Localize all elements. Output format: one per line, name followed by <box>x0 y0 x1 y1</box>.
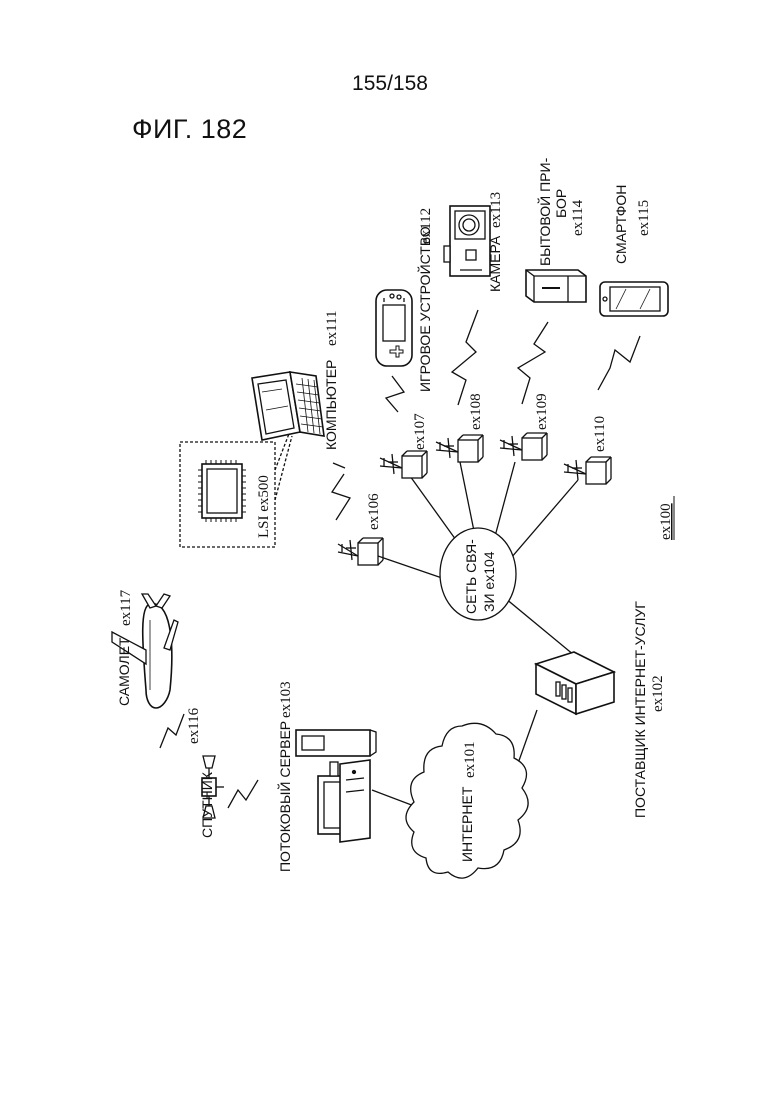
base-station-ex106 <box>338 538 383 565</box>
isp-label: ПОСТАВЩИК ИНТЕРНЕТ-УСЛУГ <box>632 601 648 818</box>
base-station-ex109 <box>500 433 547 460</box>
isp-server-icon <box>536 652 614 714</box>
base-station-ex110 <box>564 457 611 484</box>
camera-ref: ex113 <box>488 192 504 228</box>
wireless-satellite-server <box>228 780 258 808</box>
link-network-ex109 <box>494 462 515 540</box>
smartphone-ref: ex115 <box>636 200 652 236</box>
wireless-plane-satellite <box>160 714 184 748</box>
smartphone-icon <box>600 282 668 316</box>
computer-ref: ex111 <box>324 310 340 346</box>
network-label-line1: СЕТЬ СВЯ- <box>463 539 479 614</box>
streaming-server-label: ПОТОКОВЫЙ СЕРВЕР <box>276 721 293 872</box>
wireless-ex108-camera <box>452 310 478 405</box>
satellite-ref: ex116 <box>186 707 202 744</box>
system-ref-label: ex100 <box>658 503 674 540</box>
game-device-ref: ex112 <box>418 208 434 244</box>
game-device-icon <box>376 290 412 366</box>
internet-ref: ex101 <box>462 741 478 778</box>
streaming-server-ref: ex103 <box>278 681 294 718</box>
link-network-isp <box>505 598 580 660</box>
wireless-ex107-game <box>386 376 404 412</box>
camera-label: КАМЕРА <box>487 235 503 292</box>
base-station-label-ex109: ex109 <box>534 393 550 430</box>
wireless-ex110-smartphone <box>598 336 640 390</box>
base-station-ex107 <box>380 451 427 478</box>
game-device-label: ИГРОВОЕ УСТРОЙСТВО <box>416 226 433 392</box>
base-station-label-ex110: ex110 <box>592 416 608 452</box>
base-station-label-ex108: ex108 <box>468 393 484 430</box>
wireless-links <box>160 310 640 808</box>
appliance-label-line2: БОР <box>553 189 569 218</box>
link-network-ex108 <box>460 462 475 536</box>
lsi-chip-icon <box>198 460 246 522</box>
base-station-ex108 <box>436 435 483 462</box>
camera-icon <box>444 206 490 276</box>
airplane-ref: ex117 <box>118 589 134 626</box>
appliance-icon <box>526 270 586 302</box>
appliance-label-line1: БЫТОВОЙ ПРИ- <box>536 157 553 266</box>
satellite-label: СПУТНИК <box>199 771 215 838</box>
isp-ref: ex102 <box>650 675 666 712</box>
airplane-label: САМОЛЕТ <box>116 637 132 706</box>
wireless-ex109-appliance <box>518 322 548 404</box>
link-network-ex107 <box>410 476 456 540</box>
link-network-ex106 <box>378 556 442 578</box>
network-label-line2: ЗИ ex104 <box>481 551 497 612</box>
lsi-label: LSI ex500 <box>256 475 272 538</box>
base-station-label-ex107: ex107 <box>412 413 428 450</box>
appliance-ref: ex114 <box>570 199 586 236</box>
lsi-pointer-2 <box>275 436 292 500</box>
base-station-label-ex106: ex106 <box>366 493 382 530</box>
wireless-ex106-computer <box>332 474 350 520</box>
link-network-ex110 <box>505 480 578 565</box>
computer-icon <box>252 372 324 440</box>
streaming-server-icon <box>296 730 376 842</box>
labels: СПУТНИК ex116 САМОЛЕТ ex117 ПОТОКОВЫЙ СЕ… <box>116 157 674 872</box>
computer-label: КОМПЬЮТЕР <box>323 360 339 450</box>
smartphone-label: СМАРТФОН <box>613 185 629 264</box>
internet-label: ИНТЕРНЕТ <box>459 786 475 862</box>
